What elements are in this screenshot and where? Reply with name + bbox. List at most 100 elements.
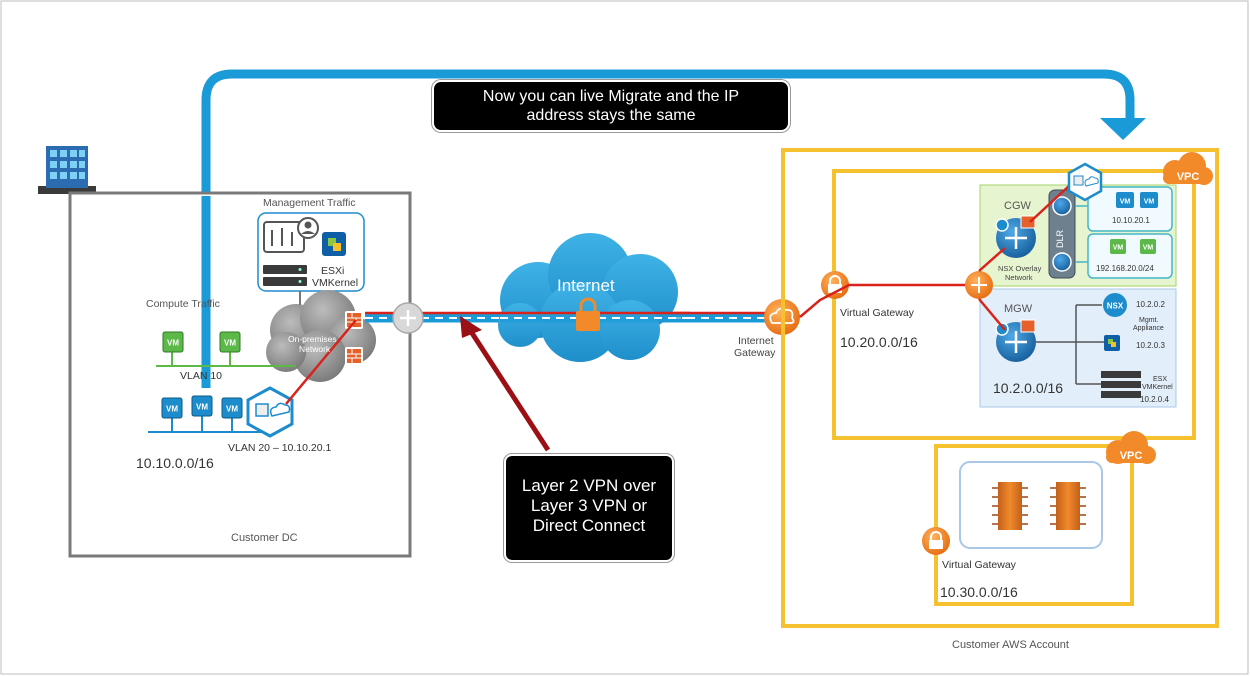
mgmt-subnet-label: 10.2.0.0/16 [993,380,1064,396]
route-to-mgw [978,298,1006,331]
vpn-callout-line2: Layer 3 VPN or [530,496,648,515]
aws-account-box [781,148,1219,628]
vpc-badge-2: VPC [1106,431,1156,464]
onprem-network-label-1: On-premises [288,334,337,344]
vm-icon: VM [191,395,213,417]
vm-label: VM [1143,245,1154,252]
ec2-instance-icon [1050,482,1086,530]
segment-1-ip-label: 10.10.20.1 [1112,216,1150,225]
vm-label: VM [1120,199,1131,206]
vm-label: VM [167,339,179,348]
route-to-cgw [978,247,1006,272]
internet-label: Internet [557,276,615,295]
vm-icon: VM [1110,239,1126,254]
firewall-icon [345,311,363,329]
l2vpn-appliance-icon [246,386,294,438]
vm-label: VM [226,405,238,414]
vm-icon: VM [221,397,243,419]
padlock-icon [576,297,600,331]
esx-label-1: ESX [1153,376,1168,383]
esxi-label: ESXi [321,265,345,277]
nsx-icon: NSX [1103,293,1127,317]
vpn-callout-line1: Layer 2 VPN over [521,476,657,495]
vlan20-label: VLAN 20 – 10.10.20.1 [228,442,332,454]
management-traffic-label: Management Traffic [263,197,356,209]
firewall-icon [1020,319,1036,333]
ec2-instance-icon [992,482,1028,530]
vpc-label: VPC [1120,450,1143,462]
vpn-callout-arrowhead [460,316,482,338]
route-to-l2vpn [1029,184,1071,223]
vpc2-subnet-label: 10.30.0.0/16 [940,584,1018,600]
vm-icon: VM [161,397,183,419]
compute-traffic-label: Compute Traffic [146,298,220,310]
vcenter-icon [1104,335,1120,351]
vpc1-subnet-label: 10.20.0.0/16 [840,334,918,350]
vpc-router-icon [965,271,993,299]
vm-icon: VM [1140,192,1158,208]
vpn-callout: Layer 2 VPN over Layer 3 VPN or Direct C… [506,456,672,560]
vpc1-virtual-gateway-label: Virtual Gateway [840,307,914,319]
vcenter-ip-label: 10.2.0.3 [1136,341,1165,350]
vm-icon: VM [219,331,241,353]
esx-label-2: VMKernel [1142,384,1173,391]
mgmt-appliance-label-1: Mgmt. [1139,317,1159,324]
migration-callout: Now you can live Migrate and the IP addr… [434,82,788,130]
mgw-label: MGW [1004,303,1033,315]
customer-dc-label: Customer DC [231,532,298,544]
datacenter-building-icon [38,146,96,194]
vpc-label: VPC [1177,171,1200,183]
dlr-router-icon [1052,252,1072,272]
cgw-label: CGW [1004,200,1031,212]
nsx-label: NSX [1107,302,1124,311]
nsx-ip-label: 10.2.0.2 [1136,300,1165,309]
vlan10-label: VLAN 10 [180,370,223,382]
aws-account-label: Customer AWS Account [952,639,1069,651]
vm-icon: VM [162,331,184,353]
onprem-network-label-2: Network [299,344,331,354]
virtual-gateway-lock-icon [821,271,849,299]
firewall-icon [345,347,363,365]
virtual-gateway-lock-icon [922,527,950,555]
migration-callout-line2: address stays the same [526,107,696,124]
nsx-overlay-label-1: NSX Overlay [998,264,1042,273]
l2vpn-appliance-icon [1067,162,1103,202]
esx-server-icon [1101,371,1141,398]
vmkernel-label: VMKernel [312,277,359,289]
dlr-router-icon [1052,196,1072,216]
migration-arrow [201,69,1135,388]
internet-gateway-label-1: Internet [738,335,774,347]
esx-ip-label: 10.2.0.4 [1140,395,1169,404]
onprem-network-cloud [266,290,376,382]
vm-label: VM [196,403,208,412]
ec2-box [959,461,1103,549]
migration-callout-line1: Now you can live Migrate and the IP [482,88,740,105]
mgw-links [1036,304,1104,385]
vm-icon: VM [1116,192,1134,208]
vm-label: VM [1113,245,1124,252]
migration-arrowhead [1100,118,1146,140]
vpn-callout-line3: Direct Connect [532,516,646,535]
vm-icon: VM [1140,239,1156,254]
vpn-line-dc [285,319,357,405]
vpn-callout-arrow [467,328,551,452]
vpc2-virtual-gateway-label: Virtual Gateway [942,559,1016,571]
router-icon [392,302,424,334]
management-console-icon [263,217,319,253]
vm-label: VM [166,405,178,414]
internet-gateway-label-2: Gateway [734,347,776,359]
nsx-overlay-label-2: Network [1005,273,1033,282]
vm-label: VM [1144,199,1155,206]
dc-subnet-label: 10.10.0.0/16 [136,455,214,471]
dlr-label: DLR [1055,229,1065,248]
vm-label: VM [224,339,236,348]
segment-2-ip-label: 192.168.20.0/24 [1096,264,1154,273]
vcenter-icon [322,232,346,256]
server-rack-icon [263,265,307,286]
vpc-badge-1: VPC [1163,152,1213,185]
mgmt-appliance-label-2: Appliance [1133,325,1164,332]
vpc-route-line [799,283,965,318]
